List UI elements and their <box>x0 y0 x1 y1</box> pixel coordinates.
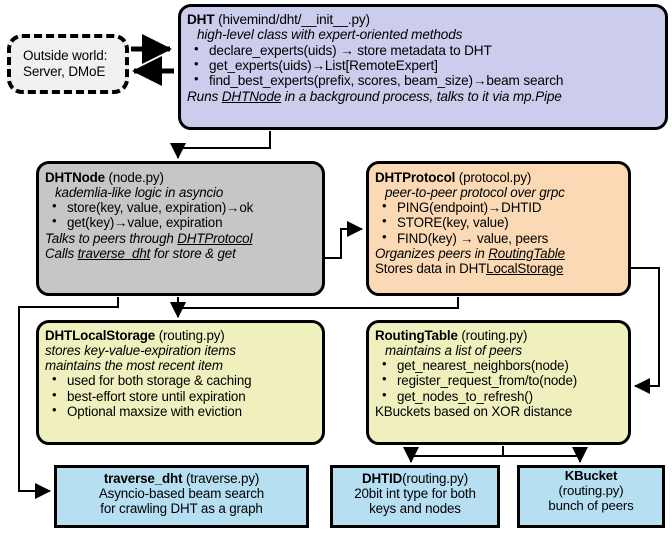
dhtprotocol-link-routingtable[interactable]: RoutingTable <box>488 245 565 261</box>
dhtlocalstorage-module: (routing.py) <box>158 328 225 343</box>
dhtlocalstorage-title: DHTLocalStorage (routing.py) <box>45 325 316 343</box>
kbucket-title: KBucket <box>526 468 656 484</box>
dhtnode-footer-traverse: Calls traverse_dht for store & get <box>45 246 316 261</box>
dhtid-title: DHTID(routing.py) <box>339 471 491 486</box>
dhtnode-link-traverse-dht[interactable]: traverse_dht <box>77 245 151 261</box>
node-dhtnode[interactable]: DHTNode (node.py) kademlia-like logic in… <box>36 161 325 296</box>
node-routingtable[interactable]: RoutingTable (routing.py) maintains a li… <box>366 320 631 445</box>
routingtable-method-get-nearest-neighbors: get_nearest_neighbors(node) <box>382 357 622 373</box>
dhtprotocol-footer-localstorage: Stores data in DHTLocalStorage <box>375 261 622 276</box>
dhtprotocol-method-store: STORE(key, value) <box>382 214 622 230</box>
dhtnode-footer-protocol: Talks to peers through DHTProtocol <box>45 231 316 246</box>
routingtable-method-get-nodes-to-refresh: get_nodes_to_refresh() <box>382 388 622 404</box>
dht-footer: Runs DHTNode in a background process, ta… <box>187 89 659 104</box>
routingtable-class-name: RoutingTable <box>375 328 458 343</box>
dht-method-find-best-experts: find_best_experts(prefix, scores, beam_s… <box>194 72 659 88</box>
dht-footer-link-dhtnode[interactable]: DHTNode <box>221 88 282 104</box>
outside-world-line2: Server, DMoE <box>23 63 106 79</box>
dhtid-line3: keys and nodes <box>369 501 461 517</box>
routingtable-footer: KBuckets based on XOR distance <box>375 403 573 419</box>
dhtprotocol-link-localstorage[interactable]: LocalStorage <box>486 260 564 276</box>
dhtprotocol-method-ping: PING(endpoint)→DHTID <box>382 199 622 215</box>
dhtnode-method-list: store(key, value, expiration)→ok get(key… <box>45 199 316 230</box>
routingtable-module: (routing.py) <box>461 328 528 343</box>
dht-footer-pre: Runs <box>187 88 222 104</box>
node-kbucket[interactable]: KBucket (routing.py) bunch of peers <box>517 465 665 528</box>
dhtid-class-name: DHTID <box>361 471 403 486</box>
dhtnode-title: DHTNode (node.py) <box>45 166 316 185</box>
dht-title: DHT (hivemind/dht/__init__.py) <box>187 9 659 27</box>
dhtnode-link-dhtprotocol[interactable]: DHTProtocol <box>177 230 253 246</box>
connector-routingtable-to-dhtid <box>403 446 504 463</box>
kbucket-line2: bunch of peers <box>548 497 634 513</box>
traverse-dht-class-name: traverse_dht <box>103 471 183 486</box>
dhtprotocol-class-name: DHTProtocol <box>375 170 456 185</box>
dhtprotocol-title: DHTProtocol (protocol.py) <box>375 166 622 185</box>
traverse-dht-line2: Asyncio-based beam search <box>98 486 265 502</box>
dht-class-name: DHT <box>187 12 215 27</box>
dhtprotocol-subtitle: peer-to-peer protocol over grpc <box>385 185 565 201</box>
outside-world-line1: Outside world: <box>23 48 108 64</box>
node-dhtprotocol[interactable]: DHTProtocol (protocol.py) peer-to-peer p… <box>366 161 631 296</box>
kbucket-class-name: KBucket <box>564 468 618 483</box>
dhtnode-footer1-pre: Talks to peers through <box>45 230 178 246</box>
dhtnode-class-name: DHTNode <box>45 170 105 185</box>
dhtnode-method-store: store(key, value, expiration)→ok <box>52 199 316 215</box>
dhtnode-subtitle: kademlia-like logic in asyncio <box>55 185 224 201</box>
dhtid-line2: 20bit int type for both <box>354 486 476 502</box>
routingtable-method-register-request: register_request_from/to(node) <box>382 372 622 388</box>
dhtlocalstorage-feature-list: used for both storage & caching best-eff… <box>45 372 316 419</box>
node-dhtid[interactable]: DHTID(routing.py) 20bit int type for bot… <box>330 465 500 528</box>
connector-dht-to-dhtnode <box>170 131 271 159</box>
traverse-dht-module: (traverse.py) <box>185 471 260 486</box>
dhtlocalstorage-feature-caching: used for both storage & caching <box>52 372 316 388</box>
node-dht[interactable]: DHT (hivemind/dht/__init__.py) high-leve… <box>178 4 668 130</box>
node-traverse-dht[interactable]: traverse_dht (traverse.py) Asyncio-based… <box>54 465 309 528</box>
dht-footer-post: in a background process, talks to it via… <box>281 88 562 104</box>
dhtnode-footer2-pre: Calls <box>45 245 78 261</box>
dhtnode-method-get: get(key)→value, expiration <box>52 214 316 230</box>
traverse-dht-line3: for crawling DHT as a graph <box>100 501 263 517</box>
dht-module: (hivemind/dht/__init__.py) <box>218 12 370 27</box>
dhtnode-module: (node.py) <box>108 170 164 185</box>
connector-routingtable-to-kbucket <box>503 447 588 463</box>
dht-method-get-experts: get_experts(uids)→List[RemoteExpert] <box>194 57 659 73</box>
dhtprotocol-footer2-pre: Stores data in DHT <box>375 260 487 276</box>
dhtprotocol-method-list: PING(endpoint)→DHTID STORE(key, value) F… <box>375 199 622 246</box>
dht-subtitle: high-level class with expert-oriented me… <box>197 27 463 43</box>
node-outside-world[interactable]: Outside world: Server, DMoE <box>7 34 129 94</box>
dhtlocalstorage-class-name: DHTLocalStorage <box>45 328 156 343</box>
dhtlocalstorage-subtitle2: maintains the most recent item <box>45 358 223 374</box>
dhtlocalstorage-subtitle1: stores key-value-expiration items <box>45 343 236 359</box>
dhtprotocol-method-find: FIND(key) → value, peers <box>382 230 622 246</box>
kbucket-module: (routing.py) <box>558 482 624 498</box>
dhtlocalstorage-feature-best-effort: best-effort store until expiration <box>52 388 316 404</box>
dht-method-list: declare_experts(uids) → store metadata t… <box>187 42 659 89</box>
dht-method-declare-experts: declare_experts(uids) → store metadata t… <box>194 42 659 58</box>
dhtprotocol-footer1-pre: Organizes peers in <box>375 245 489 261</box>
routingtable-subtitle: maintains a list of peers <box>385 343 522 359</box>
dhtlocalstorage-feature-maxsize: Optional maxsize with eviction <box>52 403 316 419</box>
node-dhtlocalstorage[interactable]: DHTLocalStorage (routing.py) stores key-… <box>36 320 325 445</box>
routingtable-method-list: get_nearest_neighbors(node) register_req… <box>375 357 622 404</box>
connector-dhtprotocol-to-dhtlocalstorage <box>170 297 459 318</box>
traverse-dht-title: traverse_dht (traverse.py) <box>63 471 300 486</box>
dhtprotocol-footer-routingtable: Organizes peers in RoutingTable <box>375 246 622 261</box>
dhtnode-footer2-post: for store & get <box>150 245 236 261</box>
dhtid-module: (routing.py) <box>402 471 469 486</box>
routingtable-title: RoutingTable (routing.py) <box>375 325 622 343</box>
dhtprotocol-module: (protocol.py) <box>458 170 532 185</box>
